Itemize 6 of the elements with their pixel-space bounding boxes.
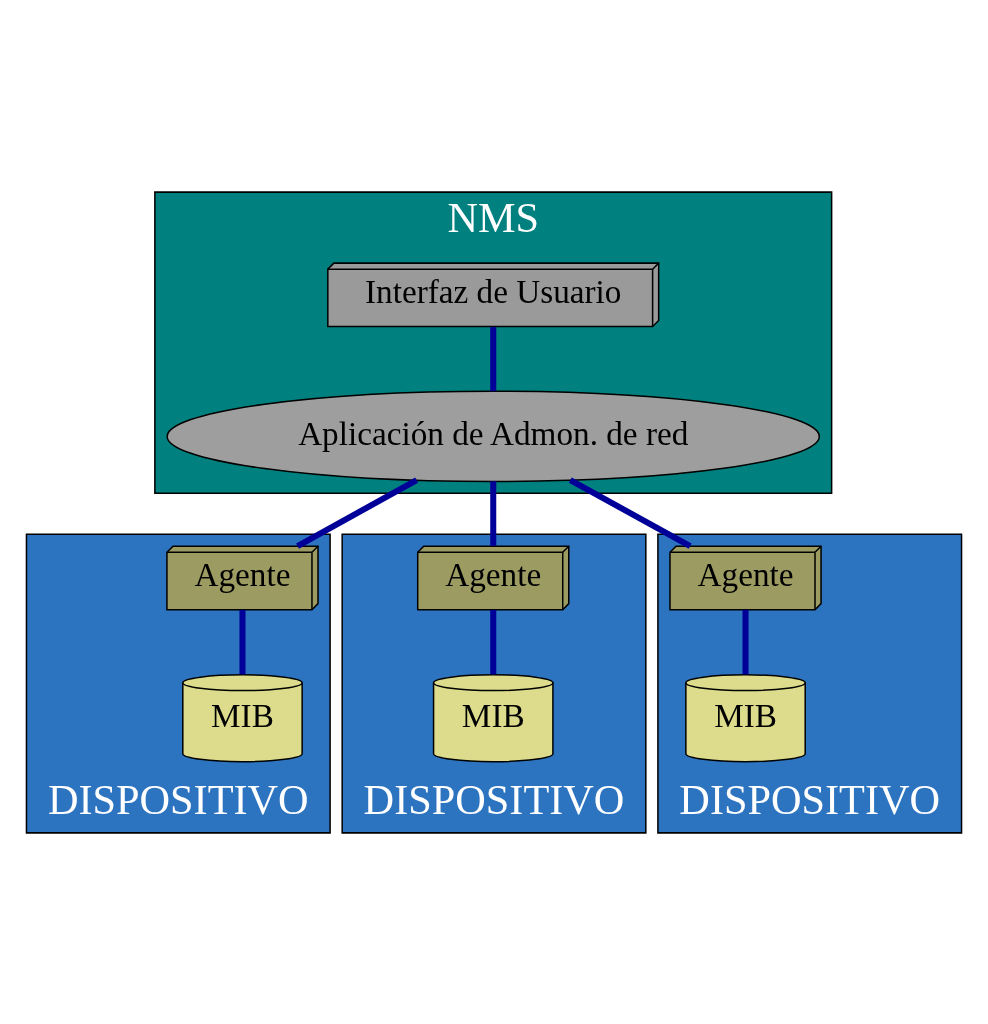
connector [490, 609, 497, 674]
connector [490, 326, 497, 391]
connector [742, 609, 749, 674]
node-ellipse: Aplicación de Admon. de red [166, 389, 821, 482]
connector [490, 480, 497, 546]
connector [239, 609, 246, 674]
